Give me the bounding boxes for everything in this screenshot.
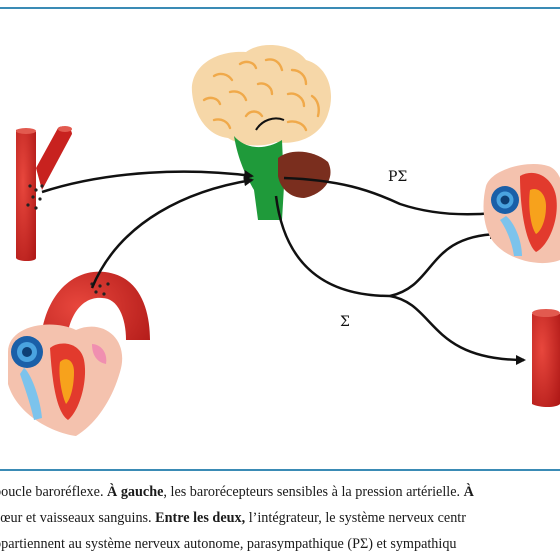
sympathetic-arrow-heart xyxy=(389,229,500,298)
figure-caption-line-2: cœur et vaisseaux sanguins. Entre les de… xyxy=(0,508,560,528)
brainstem xyxy=(234,136,284,220)
sympathetic-arrow-vessel xyxy=(389,294,526,365)
heart-right xyxy=(483,164,560,264)
brain-gyri xyxy=(202,58,320,132)
autonomic-nucleus xyxy=(278,151,331,198)
baroreceptor-dots-carotid xyxy=(26,184,44,210)
caption-text: ppartiennent au système nerveux autonome… xyxy=(0,536,457,552)
label-parasympathetic: PΣ xyxy=(388,169,407,185)
sympathetic-arrow-main xyxy=(274,195,391,298)
caption-text: , les barorécepteurs sensibles à la pres… xyxy=(163,484,464,500)
parasympathetic-arrow xyxy=(283,176,496,219)
frame-bottom-rule xyxy=(0,469,560,471)
target-vessel xyxy=(532,309,560,407)
caption-text: cœur et vaisseaux sanguins. xyxy=(0,510,156,526)
afferent-arrow-aorta xyxy=(90,176,254,289)
figure-caption-line-1: boucle baroréflexe. À gauche, les baroré… xyxy=(0,482,560,502)
heart-left xyxy=(8,324,123,436)
caption-emphasis: À gauche xyxy=(107,484,164,500)
caption-text: boucle baroréflexe. xyxy=(0,484,108,500)
caption-emphasis: Entre les deux, xyxy=(155,510,246,526)
brain xyxy=(191,45,332,146)
label-sympathetic: Σ xyxy=(340,314,350,330)
carotid-vessel xyxy=(16,126,72,261)
caption-text: l’intégrateur, le système nerveux centr xyxy=(245,510,466,526)
afferent-arrow-carotid xyxy=(41,170,254,194)
frame-top-rule xyxy=(0,7,560,9)
figure-caption-line-3: ppartiennent au système nerveux autonome… xyxy=(0,534,560,554)
caption-emphasis: À xyxy=(463,484,474,500)
